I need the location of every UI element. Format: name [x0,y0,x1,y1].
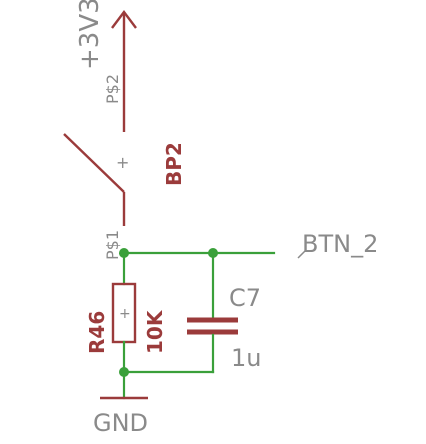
ground-label: GND [93,409,148,437]
capacitor-symbol [187,317,238,335]
pin-p1-label: P$1 [103,230,122,260]
net-btn2-label: BTN_2 [302,230,378,258]
resistor-plus-mark: + [119,306,131,322]
switch-plus-label: + [116,153,129,172]
net-label-tick [297,249,307,259]
resistor-name-label: R46 [85,311,109,354]
capacitor-value-label: 1u [231,344,261,372]
supply-arrow-icon [111,10,137,72]
junction-dot [119,367,129,377]
resistor-value-label: 10K [143,309,167,354]
pushbutton-symbol [63,133,126,226]
pin-p2-label: P$2 [103,74,122,104]
capacitor-name-label: C7 [229,284,261,312]
supply-label: +3V3 [75,0,105,70]
button-name-label: BP2 [162,142,186,186]
